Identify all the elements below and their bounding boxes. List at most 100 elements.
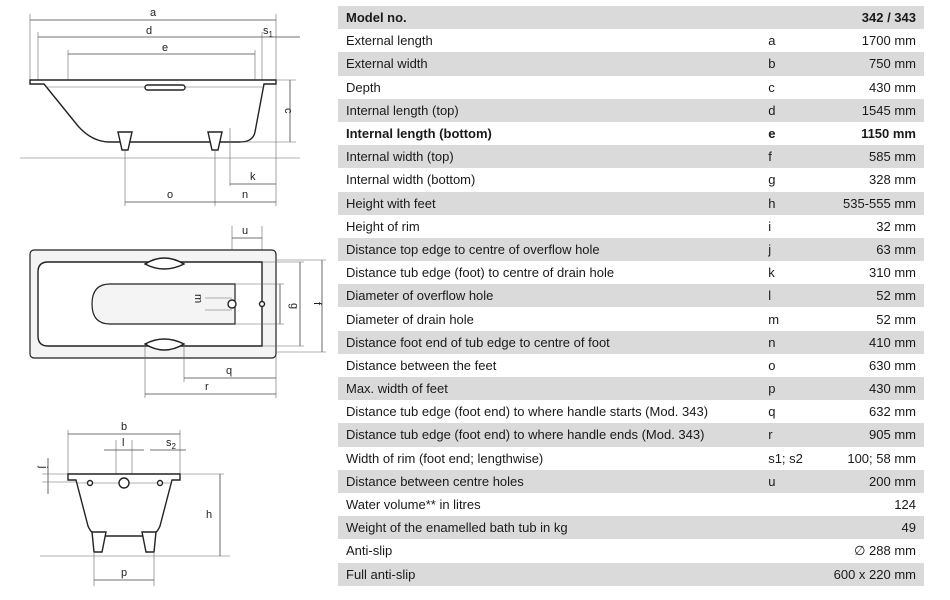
spec-symbol xyxy=(760,516,826,540)
dim-label-g: g xyxy=(288,303,300,309)
spec-name: Distance between the feet xyxy=(338,353,761,377)
spec-value: ∅ 288 mm xyxy=(825,539,924,563)
spec-symbol: u xyxy=(760,469,826,493)
spec-name: Depth xyxy=(338,75,761,99)
dim-label-a: a xyxy=(150,7,157,19)
spec-name: External width xyxy=(338,52,761,76)
dim-label-u: u xyxy=(242,225,248,237)
spec-symbol: r xyxy=(760,423,826,447)
spec-value: 1150 mm xyxy=(825,121,924,146)
plan-view-drawing: u m g f q r xyxy=(29,225,326,398)
spec-symbol: f xyxy=(760,145,826,169)
spec-name: Internal length (top) xyxy=(338,98,761,122)
spec-name: Distance tub edge (foot end) to where ha… xyxy=(338,400,761,424)
table-row: Distance tub edge (foot) to centre of dr… xyxy=(338,261,924,285)
dim-label-m: m xyxy=(192,294,204,303)
spec-symbol: s1; s2 xyxy=(760,446,826,470)
spec-name: Internal length (bottom) xyxy=(338,121,761,146)
spec-name: External length xyxy=(338,29,761,53)
spec-value: 430 mm xyxy=(825,75,924,99)
spec-name: Weight of the enamelled bath tub in kg xyxy=(338,516,761,540)
dim-label-s2: s2 xyxy=(166,437,177,451)
spec-name: Distance foot end of tub edge to centre … xyxy=(338,330,761,354)
spec-value: 310 mm xyxy=(825,261,924,285)
spec-value: 905 mm xyxy=(825,423,924,447)
spec-value: 49 xyxy=(825,516,924,540)
spec-value: 750 mm xyxy=(825,52,924,76)
end-elevation-drawing: b l s2 j h p xyxy=(37,421,230,586)
spec-symbol xyxy=(760,539,826,563)
spec-value: 328 mm xyxy=(825,168,924,192)
spec-name: Height of rim xyxy=(338,214,761,238)
spec-value: 600 x 220 mm xyxy=(825,562,924,586)
dim-label-o: o xyxy=(167,189,173,201)
dim-label-q: q xyxy=(226,365,232,377)
table-row: Weight of the enamelled bath tub in kg 49 xyxy=(338,516,924,540)
spec-symbol: a xyxy=(760,29,826,53)
spec-value: 52 mm xyxy=(825,284,924,308)
spec-name: Distance top edge to centre of overflow … xyxy=(338,237,761,262)
model-no-label: Model no. xyxy=(338,6,761,30)
model-no-value: 342 / 343 xyxy=(825,6,924,30)
dim-label-f: f xyxy=(311,302,323,306)
technical-drawings: a d e s1 c k o n xyxy=(0,0,332,600)
spec-symbol: b xyxy=(760,52,826,76)
spec-value: 632 mm xyxy=(825,400,924,424)
spec-symbol: c xyxy=(760,75,826,99)
dim-label-k: k xyxy=(250,171,256,183)
spec-name: Diameter of overflow hole xyxy=(338,284,761,308)
spec-value: 410 mm xyxy=(825,330,924,354)
spec-symbol: j xyxy=(760,237,826,262)
dim-label-b: b xyxy=(121,421,127,433)
spec-symbol: n xyxy=(760,330,826,354)
spec-symbol: d xyxy=(760,98,826,122)
spec-value: 585 mm xyxy=(825,145,924,169)
side-elevation-drawing: a d e s1 c k o n xyxy=(20,7,300,206)
table-row: Anti-slip∅ 288 mm xyxy=(338,539,924,563)
dim-label-d: d xyxy=(146,25,152,37)
spec-value: 124 xyxy=(825,492,924,517)
table-row: Distance top edge to centre of overflow … xyxy=(338,237,924,262)
dim-label-j: j xyxy=(37,465,49,468)
spec-name: Distance tub edge (foot end) to where ha… xyxy=(338,423,761,447)
spec-value: 100; 58 mm xyxy=(825,446,924,470)
spec-symbol: g xyxy=(760,168,826,192)
spec-value: 52 mm xyxy=(825,307,924,331)
dim-label-r: r xyxy=(205,381,209,393)
model-no-symbol xyxy=(760,6,826,30)
table-row: Distance foot end of tub edge to centre … xyxy=(338,330,924,354)
dim-label-s1: s1 xyxy=(263,25,274,39)
spec-value: 200 mm xyxy=(825,469,924,493)
spec-name: Internal width (bottom) xyxy=(338,168,761,192)
spec-name: Internal width (top) xyxy=(338,145,761,169)
spec-name: Max. width of feet xyxy=(338,377,761,401)
spec-name: Height with feet xyxy=(338,191,761,215)
dim-label-l: l xyxy=(122,437,124,449)
dim-label-e: e xyxy=(162,42,168,54)
spec-symbol: o xyxy=(760,353,826,377)
spec-value: 1700 mm xyxy=(825,29,924,53)
spec-symbol: k xyxy=(760,261,826,285)
spec-symbol: h xyxy=(760,191,826,215)
spec-value: 32 mm xyxy=(825,214,924,238)
spec-symbol: q xyxy=(760,400,826,424)
spec-value: 1545 mm xyxy=(825,98,924,122)
dim-label-p: p xyxy=(121,567,127,579)
